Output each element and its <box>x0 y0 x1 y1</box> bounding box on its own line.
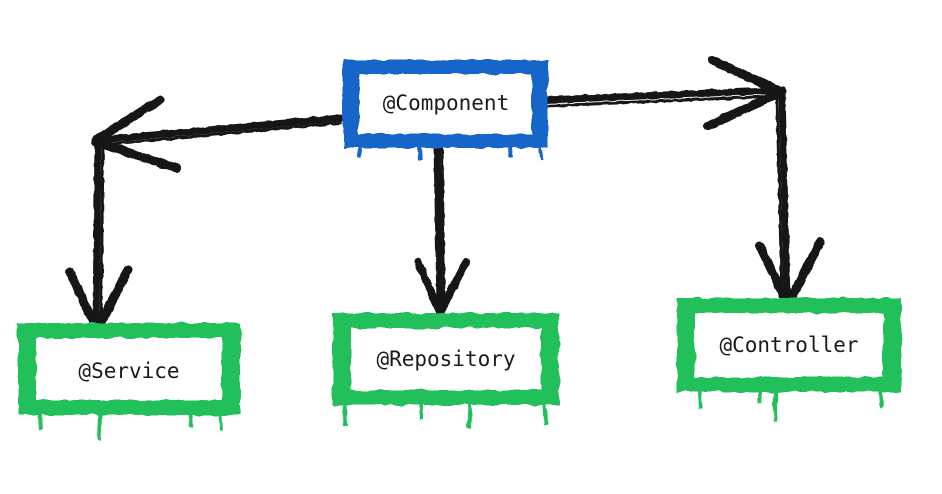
connectors <box>65 55 825 335</box>
node-controller-frame <box>677 298 901 423</box>
connector-component-to-service <box>92 114 344 329</box>
node-component-label: @Component <box>383 91 509 115</box>
node-component: @Component <box>343 60 548 161</box>
arrowhead-repository <box>414 258 470 316</box>
node-service: @Service <box>18 323 240 441</box>
arrowhead-controller <box>755 237 825 310</box>
arrowhead-left-branch <box>91 95 181 173</box>
connector-component-to-controller <box>541 86 791 304</box>
node-service-frame <box>18 323 240 441</box>
node-component-frame <box>343 60 548 161</box>
node-controller-label: @Controller <box>719 333 858 357</box>
node-repository-label: @Repository <box>376 347 515 371</box>
arrowhead-right-branch <box>703 55 787 131</box>
arrowhead-service <box>65 265 133 335</box>
node-repository: @Repository <box>333 313 559 429</box>
node-service-label: @Service <box>78 359 179 383</box>
connector-component-to-repository <box>433 141 446 309</box>
node-repository-frame <box>333 313 559 429</box>
node-controller: @Controller <box>677 298 901 423</box>
